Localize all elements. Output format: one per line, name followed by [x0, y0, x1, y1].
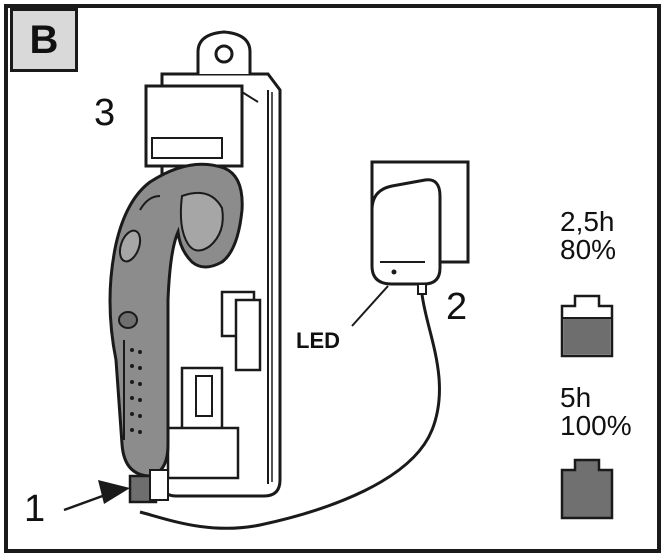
- power-adapter-illustration: [370, 178, 442, 295]
- charging-stand-illustration: [144, 30, 282, 498]
- led-indicator: [391, 269, 397, 275]
- charging-cable: [139, 293, 441, 530]
- led-label: LED: [296, 328, 340, 353]
- charge-state-full: 5h 100%: [560, 384, 632, 440]
- callout-1: 1: [24, 488, 46, 530]
- charge-time-partial: 2,5h: [560, 206, 615, 237]
- led-pointer-line: [351, 285, 389, 327]
- callout-3: 3: [94, 92, 116, 134]
- figure-border: [4, 4, 661, 553]
- battery-full-icon: [560, 458, 614, 520]
- panel-label: B: [10, 8, 78, 72]
- charge-percent-full: 100%: [560, 410, 632, 441]
- handheld-device-illustration: [108, 162, 244, 504]
- charge-state-partial: 2,5h 80%: [560, 208, 616, 264]
- charge-time-full: 5h: [560, 382, 592, 413]
- charge-percent-partial: 80%: [560, 234, 617, 265]
- arrow-icon: [63, 480, 130, 512]
- callout-2: 2: [446, 286, 468, 328]
- battery-partial-icon: [560, 294, 614, 358]
